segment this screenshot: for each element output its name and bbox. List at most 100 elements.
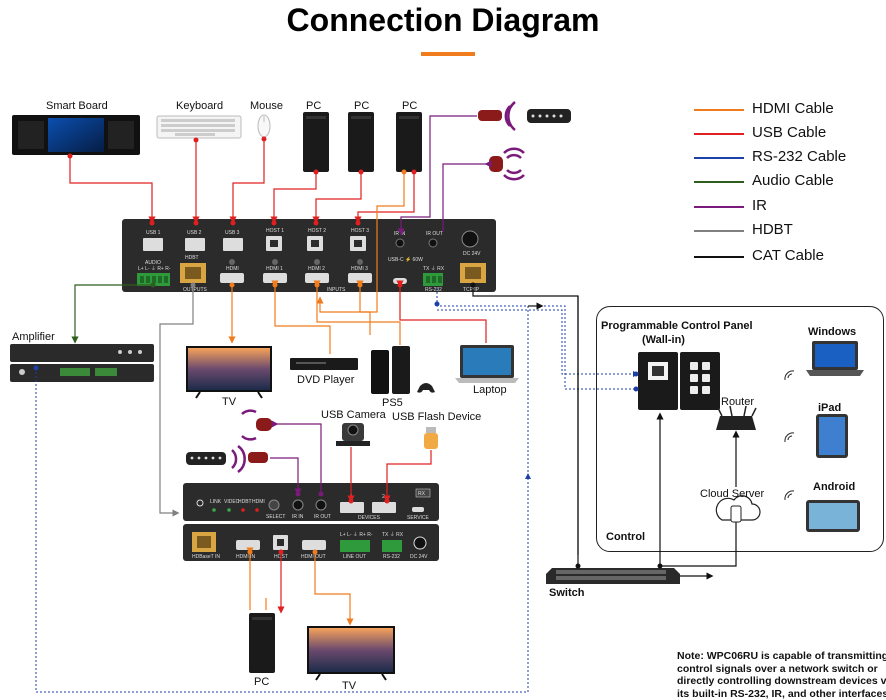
label-cloud-server: Cloud Server (700, 488, 765, 500)
label-mouse: Mouse (250, 100, 284, 112)
label-usb-camera: USB Camera (321, 409, 386, 421)
tx-label-ir-in: IR IN (394, 231, 406, 237)
rx-label-ir-out: IR OUT (314, 514, 331, 520)
ir-receiver-top-2 (489, 147, 525, 181)
wifi-signals (784, 370, 795, 501)
legend-hdbt-label: HDBT (752, 221, 793, 238)
label-tv-top: TV (222, 396, 237, 408)
cables-top (67, 115, 492, 313)
laptop (455, 345, 519, 383)
legend-ir-label: IR (752, 197, 767, 214)
label-windows: Windows (808, 326, 857, 338)
pc-tower-1 (303, 112, 329, 172)
label-pc-bottom: PC (254, 676, 270, 688)
tx-label-host1: HOST 1 (266, 228, 284, 234)
legend-cat-line (694, 256, 744, 258)
ir-remote-rx-2 (186, 444, 268, 474)
usb-camera (336, 423, 370, 446)
rx-label-dc: DC 24V (410, 554, 428, 560)
legend-rs232-line (694, 157, 744, 159)
title-underline (421, 52, 475, 56)
tx-label-host3: HOST 3 (351, 228, 369, 234)
label-control-panel-wallin: (Wall-in) (642, 334, 685, 346)
label-android: Android (813, 481, 856, 493)
cables-hdmi-out (228, 280, 401, 354)
label-pc-3: PC (402, 100, 418, 112)
receiver-unit: LINK VIDEO HDBT HDMI SELECT IR IN IR OUT… (183, 483, 439, 561)
tx-label-outputs: OUTPUTS (183, 287, 208, 293)
tx-label-hdbt: HDBT (185, 255, 199, 261)
tx-label-dc: DC 24V (463, 251, 481, 257)
note-line-2: control signals over a network switch or (677, 662, 878, 675)
label-ps5: PS5 (382, 397, 403, 409)
amplifier (10, 344, 154, 382)
tx-label-hdmi2: HDMI 2 (308, 266, 325, 272)
tx-label-usb1: USB 1 (146, 230, 161, 236)
mouse (257, 114, 271, 138)
pc-tower-2 (348, 112, 374, 172)
legend-usb-label: USB Cable (752, 124, 827, 141)
pc-bottom-tower (249, 613, 275, 673)
rx-label-devices: DEVICES (358, 515, 381, 521)
note-line-4: its built-in RS-232, IR, and other inter… (677, 687, 886, 700)
wall-panel-2 (680, 352, 720, 410)
tx-label-tcpip: TCP/IP (463, 287, 480, 293)
tv-top (186, 346, 272, 399)
label-keyboard: Keyboard (176, 100, 224, 112)
label-control: Control (606, 531, 646, 543)
tx-label-rs232: RS-232 (425, 287, 442, 293)
tx-label-inputs: INPUTS (327, 287, 346, 293)
keyboard (156, 115, 242, 139)
windows-laptop (806, 341, 864, 376)
ipad-tablet (816, 414, 848, 458)
note-line-1: Note: WPC06RU is capable of transmitting (677, 650, 886, 662)
tx-label-usbc: USB-C ⚡ 60W (388, 256, 423, 263)
legend-cat-label: CAT Cable (752, 247, 824, 264)
router (716, 405, 757, 430)
tx-label-host2: HOST 2 (308, 228, 326, 234)
tx-label-hdmi1: HDMI 1 (266, 266, 283, 272)
label-pc-2: PC (354, 100, 370, 112)
tx-label-audio-pins: L+ L- ⏚ R+ R- (138, 265, 171, 272)
legend-hdmi-label: HDMI Cable (752, 100, 834, 117)
legend-usb-line (694, 133, 744, 135)
ir-emitter-rx-1 (241, 409, 272, 441)
tv-bottom (307, 626, 395, 681)
rx-label-hdbaset-in: HDBaseT IN (192, 554, 220, 560)
label-tv-bottom: TV (342, 680, 357, 692)
rx-label-ir-in: IR IN (292, 514, 304, 520)
smart-board (12, 115, 140, 155)
pc-tower-3 (396, 112, 422, 172)
transmitter-unit: USB 1 USB 2 USB 3 HOST 1 HOST 2 HOST 3 I… (122, 219, 496, 293)
rx-label-rs232: RS-232 (383, 554, 400, 560)
rx-label-port2: 2 (382, 494, 385, 500)
rx-label-rs232-pins: TX ⏚ RX (382, 531, 404, 538)
legend-ir-line (694, 206, 744, 208)
rx-label-line-pins: L+ L- ⏚ R+ R- (340, 531, 373, 538)
label-smart-board: Smart Board (46, 100, 108, 112)
rx-label-hdmi-in: HDMI IN (236, 554, 256, 560)
legend-rs232-label: RS-232 Cable (752, 148, 847, 165)
label-dvd-player: DVD Player (297, 374, 355, 386)
label-ipad: iPad (818, 402, 842, 414)
tx-label-hdmi-out: HDMI (226, 266, 239, 272)
tx-label-hdmi3: HDMI 3 (351, 266, 368, 272)
rx-label-video: VIDEO (224, 499, 240, 505)
legend-hdbt-line (694, 230, 744, 232)
android-tablet (806, 500, 860, 532)
note-text: Note: WPC06RU is capable of transmitting… (677, 650, 886, 700)
label-switch: Switch (549, 587, 585, 599)
rx-badge: RX (418, 491, 426, 497)
rx-label-link: LINK (210, 499, 222, 505)
legend-audio-label: Audio Cable (752, 172, 834, 189)
cloud-server (715, 495, 761, 523)
rx-label-hdbt: HDBT (238, 499, 252, 505)
rx-label-hdmi-out: HDMI OUT (301, 554, 326, 560)
network-switch (546, 568, 680, 584)
rx-label-line-out: LINE OUT (343, 554, 366, 560)
note-line-3: directly controlling downstream devices … (677, 675, 886, 687)
ps5 (371, 346, 435, 394)
diagram-title: Connection Diagram (286, 2, 600, 38)
label-router: Router (721, 396, 755, 408)
